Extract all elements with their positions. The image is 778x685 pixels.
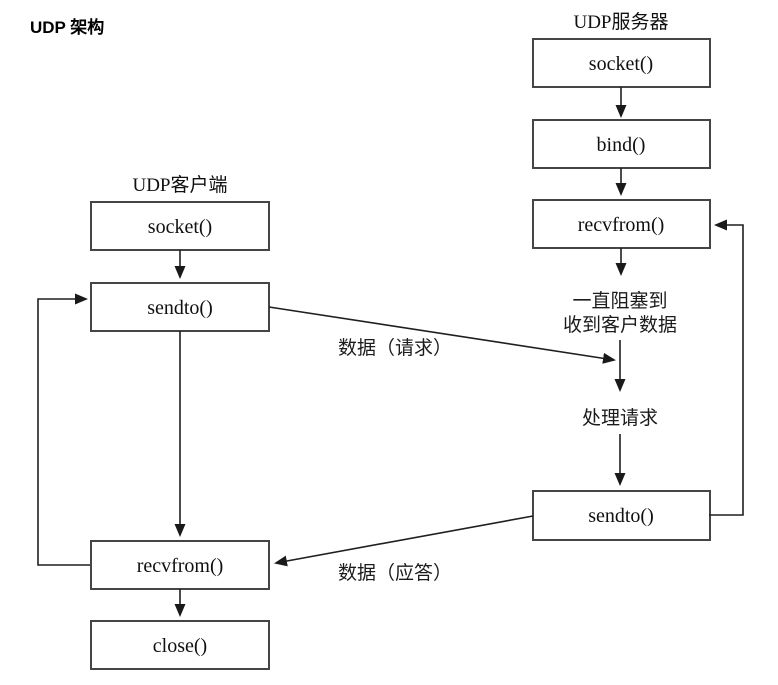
server-bind-label: bind() xyxy=(597,134,646,156)
server-recvfrom-label: recvfrom() xyxy=(578,214,665,236)
request-data-label: 数据（请求） xyxy=(338,337,452,359)
server-bind-box xyxy=(532,119,711,169)
client-socket-label: socket() xyxy=(148,216,212,238)
loop-server-sendto-to-recvfrom xyxy=(709,219,744,516)
reply-data-label: 数据（应答） xyxy=(338,562,452,584)
loop-client-recvfrom-to-sendto xyxy=(37,293,90,566)
server-column-title: UDP服务器 xyxy=(573,11,668,33)
client-column-title: UDP客户端 xyxy=(132,174,227,196)
server-sendto-label: sendto() xyxy=(588,505,654,527)
process-request-note: 处理请求 xyxy=(582,407,658,429)
page-title: UDP 架构 xyxy=(30,18,105,37)
arrow-data-request xyxy=(268,306,616,364)
client-close-label: close() xyxy=(153,635,207,657)
client-sendto-box xyxy=(90,282,270,332)
server-socket-label: socket() xyxy=(589,53,653,75)
client-close-box xyxy=(90,620,270,670)
arrow-data-reply xyxy=(274,515,534,567)
block-note-line1: 一直阻塞到 xyxy=(572,290,667,312)
client-recvfrom-label: recvfrom() xyxy=(137,555,224,577)
client-sendto-label: sendto() xyxy=(147,297,213,319)
server-socket-box xyxy=(532,38,711,88)
block-note-line2: 收到客户数据 xyxy=(563,314,677,336)
